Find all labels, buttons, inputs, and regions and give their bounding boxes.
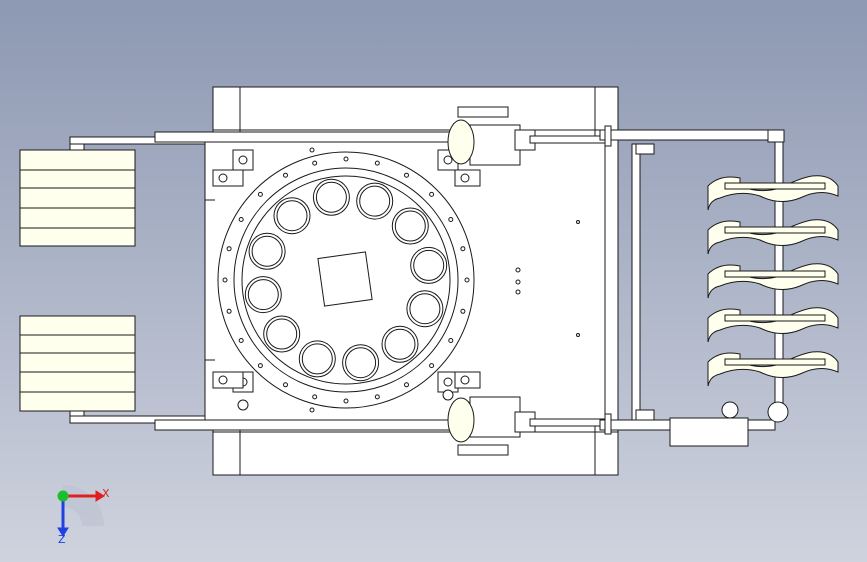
seed-cup <box>356 182 394 220</box>
bearing-housing-upper <box>447 106 606 166</box>
seed-cup <box>410 246 448 284</box>
turntable-bolt <box>257 363 263 369</box>
front-linkage <box>599 125 789 447</box>
turntable-bolt <box>312 394 318 400</box>
lower-side-rail <box>154 419 456 431</box>
turntable-bolt <box>312 160 318 166</box>
turntable-bolt <box>374 160 380 166</box>
turntable-bolt <box>448 217 454 222</box>
turntable-bolt <box>257 191 263 197</box>
turntable-bolt <box>226 308 232 314</box>
turntable-bolt <box>283 382 288 388</box>
seed-cup <box>263 315 301 353</box>
turntable-bolt <box>238 338 244 343</box>
turntable-bolt <box>460 246 466 252</box>
axis-triad <box>57 485 105 537</box>
rake-tine <box>707 175 839 211</box>
rake-tine <box>707 351 839 387</box>
turntable-bolt <box>222 277 228 283</box>
seed-cup <box>406 290 444 328</box>
turntable-bolt <box>343 156 349 162</box>
turntable-bolt <box>429 191 435 197</box>
turntable-hub <box>317 251 373 307</box>
turntable-bolt <box>226 246 232 252</box>
frame-holes <box>309 147 580 413</box>
turntable-bolt <box>460 308 466 314</box>
turntable-bolt <box>283 172 288 178</box>
turntable-bolt <box>464 277 470 283</box>
upper-side-rail <box>154 131 456 143</box>
turntable-bolt <box>448 338 454 343</box>
seed-cup <box>298 340 336 378</box>
turntable-bolts <box>222 156 470 404</box>
turntable-bolt <box>374 394 380 400</box>
turntable-bolt <box>429 363 435 369</box>
drive-motor <box>669 417 749 447</box>
seed-cup <box>391 207 429 245</box>
turntable-bolt <box>404 172 409 178</box>
seed-cup <box>248 232 286 270</box>
seed-cup <box>381 325 419 363</box>
seed-cups <box>244 178 448 382</box>
rake-tine <box>707 263 839 299</box>
rake-tine <box>707 307 839 343</box>
z-axis-label: Z <box>58 533 66 546</box>
x-axis-label: X <box>102 487 110 500</box>
rake-tine <box>707 219 839 255</box>
turntable-bolt <box>343 398 349 404</box>
seed-cup <box>244 276 282 314</box>
turntable-bolt <box>238 217 244 222</box>
seed-cup <box>342 344 380 382</box>
seed-cup <box>273 197 311 235</box>
rear-wheel-lower <box>19 315 136 422</box>
turntable-bolt <box>404 382 409 388</box>
seed-turntable <box>217 151 475 409</box>
seed-cup <box>312 178 350 216</box>
rear-wheel-upper <box>19 139 136 247</box>
front-rake-tines <box>707 175 839 387</box>
mounting-brackets <box>212 149 481 411</box>
bearing-housing-lower <box>447 396 606 456</box>
